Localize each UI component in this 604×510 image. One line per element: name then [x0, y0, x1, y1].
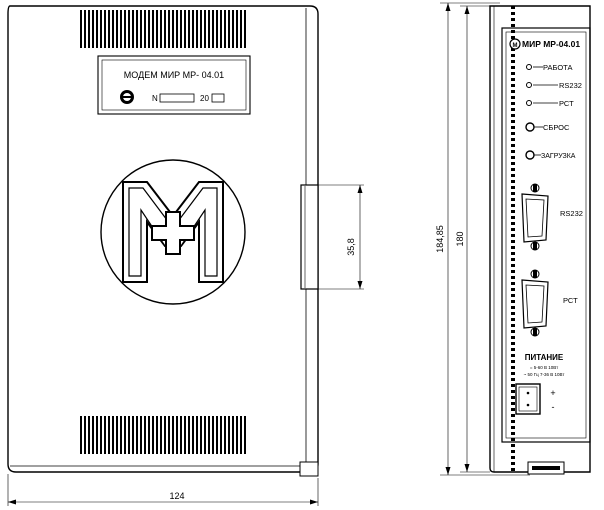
terminal-screw-icon [526, 391, 530, 395]
panel-logo-icon: M [509, 38, 521, 50]
mir-logo-icon [100, 159, 246, 305]
serial-prefix: N [152, 94, 158, 103]
rs232-connector-label: RS232 [560, 209, 583, 218]
year-field [211, 93, 225, 103]
reset-label: СБРОС [543, 123, 570, 132]
top-vent-grille [78, 10, 248, 48]
indicator-label: РСТ [559, 99, 574, 108]
year-prefix: 20 [200, 94, 209, 103]
side-view: M МИР МР-04.01 РАБОТА RS232 РСТ СБРОС ЗА [435, 2, 591, 476]
panel-model: МИР МР-04.01 [522, 39, 580, 49]
indicator-pct: РСТ [526, 99, 574, 108]
load-label: ЗАГРУЗКА [541, 153, 576, 160]
indicator-work: РАБОТА [526, 63, 573, 72]
power-title: ПИТАНИЕ [525, 353, 564, 362]
dimension-overall-height: 184,85 [435, 2, 530, 476]
dimension-overall-height-label: 184,85 [435, 225, 445, 253]
front-view: МОДЕМ МИР МР- 04.01 N 20 [7, 5, 364, 506]
front-panel [501, 27, 591, 443]
nameplate: МОДЕМ МИР МР- 04.01 N 20 [97, 55, 251, 115]
power-spec-ac: ~ 50 Гц 7-36 В 10Вт [524, 372, 565, 377]
power-spec-dc: = 5-60 В 10Вт [530, 365, 558, 370]
dimension-clip-height-label: 35,8 [346, 238, 356, 256]
terminal-screw-icon [526, 403, 530, 407]
reset-button[interactable]: СБРОС [525, 122, 570, 132]
rs232-connector: RS232 [521, 183, 583, 251]
bottom-foot [299, 461, 319, 477]
indicator-label: RS232 [559, 81, 582, 90]
power-terminal [515, 383, 541, 415]
power-minus: - [552, 402, 555, 412]
dimension-width: 124 [7, 474, 319, 506]
nameplate-title: МОДЕМ МИР МР- 04.01 [124, 70, 224, 80]
svg-text:M: M [513, 43, 518, 49]
dimension-clip-height: 35,8 [318, 184, 364, 290]
din-clip [300, 184, 319, 290]
bottom-vent-grille [78, 416, 248, 454]
pct-connector-label: РСТ [563, 296, 578, 305]
dimension-body-height-label: 180 [455, 231, 465, 246]
load-button[interactable]: ЗАГРУЗКА [525, 150, 576, 160]
indicator-label: РАБОТА [543, 63, 573, 72]
dimension-body-height: 180 [455, 5, 490, 473]
serial-field [159, 93, 195, 103]
power-section: ПИТАНИЕ = 5-60 В 10Вт ~ 50 Гц 7-36 В 10В… [515, 353, 565, 415]
certification-mark-icon [120, 90, 134, 104]
side-rib [511, 6, 515, 472]
power-plus: + [550, 388, 555, 398]
dimension-width-label: 124 [169, 491, 184, 501]
pct-connector: РСТ [521, 269, 578, 337]
indicator-rs232: RS232 [526, 81, 582, 90]
